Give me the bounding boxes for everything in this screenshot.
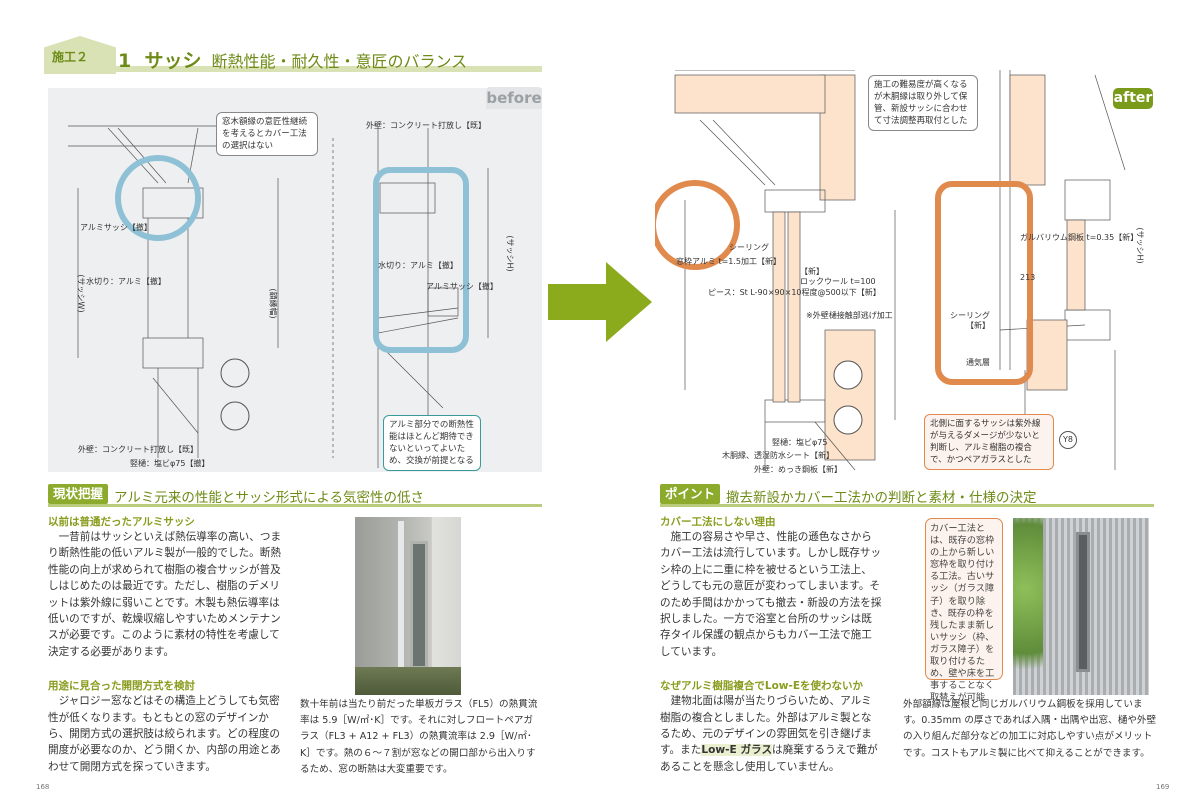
label-213: 213 — [1020, 273, 1036, 282]
left-photo-caption: 数十年前は当たり前だった単板ガラス（FL5）の熱貫流率は 5.9［W/㎡･K］で… — [300, 699, 538, 775]
label-rockwool: ロックウール t=100 — [800, 277, 876, 286]
label-piece: ピース：St L-90×90×10程度@500以下【新】 — [708, 288, 881, 297]
right-paragraph-2: 建物北面は陽が当たりづらいため、アルミ樹脂の複合としました。外部はアルミ製となる… — [660, 693, 882, 775]
left-section-rule — [48, 504, 542, 507]
label-drip-2: 水切り：アルミ【撤】 — [378, 261, 458, 270]
before-diagram-panel: 窓木額縁の意匠性継続を考えるとカバー工法の選択はない アルミ部分での断熱性能はほ… — [48, 88, 542, 472]
left-paragraph-2: ジャロジー窓などはその構造上どうしても気密性が低くなります。もともとの窓のデザイ… — [48, 695, 281, 773]
left-text-column: 以前は普通だったアルミサッシ 一昔前はサッシといえば熱伝導率の高い、つまり断熱性… — [48, 514, 282, 775]
right-text-column: カバー工法にしない理由 施工の容易さや早さ、性能の遜色なさからカバー工法は流行し… — [660, 514, 882, 775]
arrow-right-icon — [548, 262, 652, 342]
p2-text-a: 建物北面は陽が当たりづらいため、アルミ樹脂の複合としました。外部はアルミ製となる… — [660, 695, 872, 757]
low-e-highlight: Low-E ガラス — [701, 744, 773, 757]
before-section-drawing — [68, 125, 489, 468]
label-sealing-2: シーリング — [950, 311, 990, 320]
right-section-rule — [660, 504, 1154, 507]
label-drip: 水切り：アルミ【撤】 — [86, 277, 166, 286]
title-underline — [116, 66, 542, 72]
title-number: 1 — [118, 50, 132, 72]
before-highlight-rect — [373, 167, 469, 353]
title-subtitle: 断熱性能・耐久性・意匠のバランス — [211, 52, 468, 71]
right-section-title: 撤去新設かカバー工法かの判断と素材・仕様の決定 — [726, 490, 1037, 506]
label-sash-w: (サッシW) — [76, 274, 86, 313]
left-heading-2: 用途に見合った開閉方式を検討 — [48, 680, 195, 693]
label-new-2: 【新】 — [966, 321, 990, 330]
left-section-title: アルミ元来の性能とサッシ形式による気密性の低さ — [114, 490, 424, 506]
after-highlight-rect — [935, 181, 1033, 385]
right-heading-1: カバー工法にしない理由 — [660, 516, 776, 528]
before-callout-bottom: アルミ部分での断熱性能はほとんど期待できないといってよいため、交換が前提となる — [383, 415, 481, 471]
p2-text-b: は廃棄するうえで難があることを懸念し使用していません。 — [660, 744, 878, 773]
label-galvalume: ガルバリウム鋼板 t=0.35【新】 — [1020, 233, 1139, 242]
galvalume-wall-photo — [1013, 518, 1149, 695]
page-title: 1 サッシ断熱性能・耐久性・意匠のバランス — [118, 46, 467, 73]
after-callout-top: 施工の難易度が高くなるが木胴縁は取り外して保管、新設サッシに合わせて寸法調整再取… — [868, 75, 978, 131]
after-section-drawing — [655, 70, 1126, 471]
label-downpipe: 竪樋：塩ビφ75 — [772, 438, 828, 447]
label-sash-h: (サッシH) — [505, 235, 515, 272]
label-exterior-wall: 外壁：コンクリート打放し【既】 — [366, 121, 486, 130]
left-heading-1: 以前は普通だったアルミサッシ — [48, 516, 195, 528]
after-callout-bottom: 北側に面するサッシは紫外線が与えるダメージが少ないと判断し、アルミ樹脂の複合で、… — [924, 414, 1054, 470]
page-number-left: 168 — [36, 783, 50, 791]
label-gutter-note: ※外壁樋接触部逃げ加工 — [806, 311, 893, 320]
label-new: 【新】 — [800, 267, 824, 276]
label-aluminum-sash-2: アルミサッシ【撤】 — [426, 282, 498, 291]
right-paragraph-1: 施工の容易さや早さ、性能の遜色なさからカバー工法は流行しています。しかし既存サッ… — [660, 531, 882, 658]
before-highlight-circle — [115, 155, 201, 241]
section-tab-label: 施工２ — [52, 50, 89, 64]
cover-method-note: カバー工法とは、既存の窓枠の上から新しい窓枠を取り付ける工法。古いサッシ（ガラス… — [925, 518, 1003, 703]
right-heading-2: なぜアルミ樹脂複合でLow-Eを使わないか — [660, 680, 864, 693]
label-frame-width: (額縁幅) — [268, 288, 278, 319]
grid-mark: Y8 — [1059, 431, 1077, 449]
after-badge: after — [1113, 88, 1153, 109]
label-sealing: シーリング — [729, 243, 769, 252]
label-exterior-steel: 外壁：めっき鋼板【新】 — [754, 465, 842, 474]
label-downpipe: 竪樋：塩ビφ75【撤】 — [130, 459, 210, 468]
label-furring: 木胴縁、透湿防水シート【新】 — [722, 451, 834, 460]
before-callout-top: 窓木額縁の意匠性継続を考えるとカバー工法の選択はない — [216, 112, 318, 156]
label-ventilation: 通気層 — [966, 358, 990, 367]
left-section-badge: 現状把握 — [48, 484, 109, 504]
label-exterior-wall-2: 外壁：コンクリート打放し【既】 — [78, 445, 198, 454]
after-highlight-circle — [655, 180, 740, 270]
label-sash-h: (サッシH) — [1135, 227, 1145, 264]
left-paragraph-1: 一昔前はサッシといえば熱伝導率の高い、つまり断熱性能の低いアルミ製が一般的でした… — [48, 531, 282, 658]
page-number-right: 169 — [1156, 783, 1170, 791]
right-section-badge: ポイント — [660, 484, 721, 504]
concrete-wall-photo — [355, 517, 461, 695]
label-aluminum-sash: アルミサッシ【撤】 — [80, 223, 152, 232]
before-badge: before — [486, 87, 542, 109]
label-window-frame: 窓枠アルミ t=1.5加工【新】 — [676, 257, 782, 266]
right-photo-caption: 外部額縁は屋根と同じガルバリウム鋼板を採用しています。0.35mm の厚さであれ… — [903, 699, 1157, 759]
title-main: サッシ — [144, 50, 202, 72]
